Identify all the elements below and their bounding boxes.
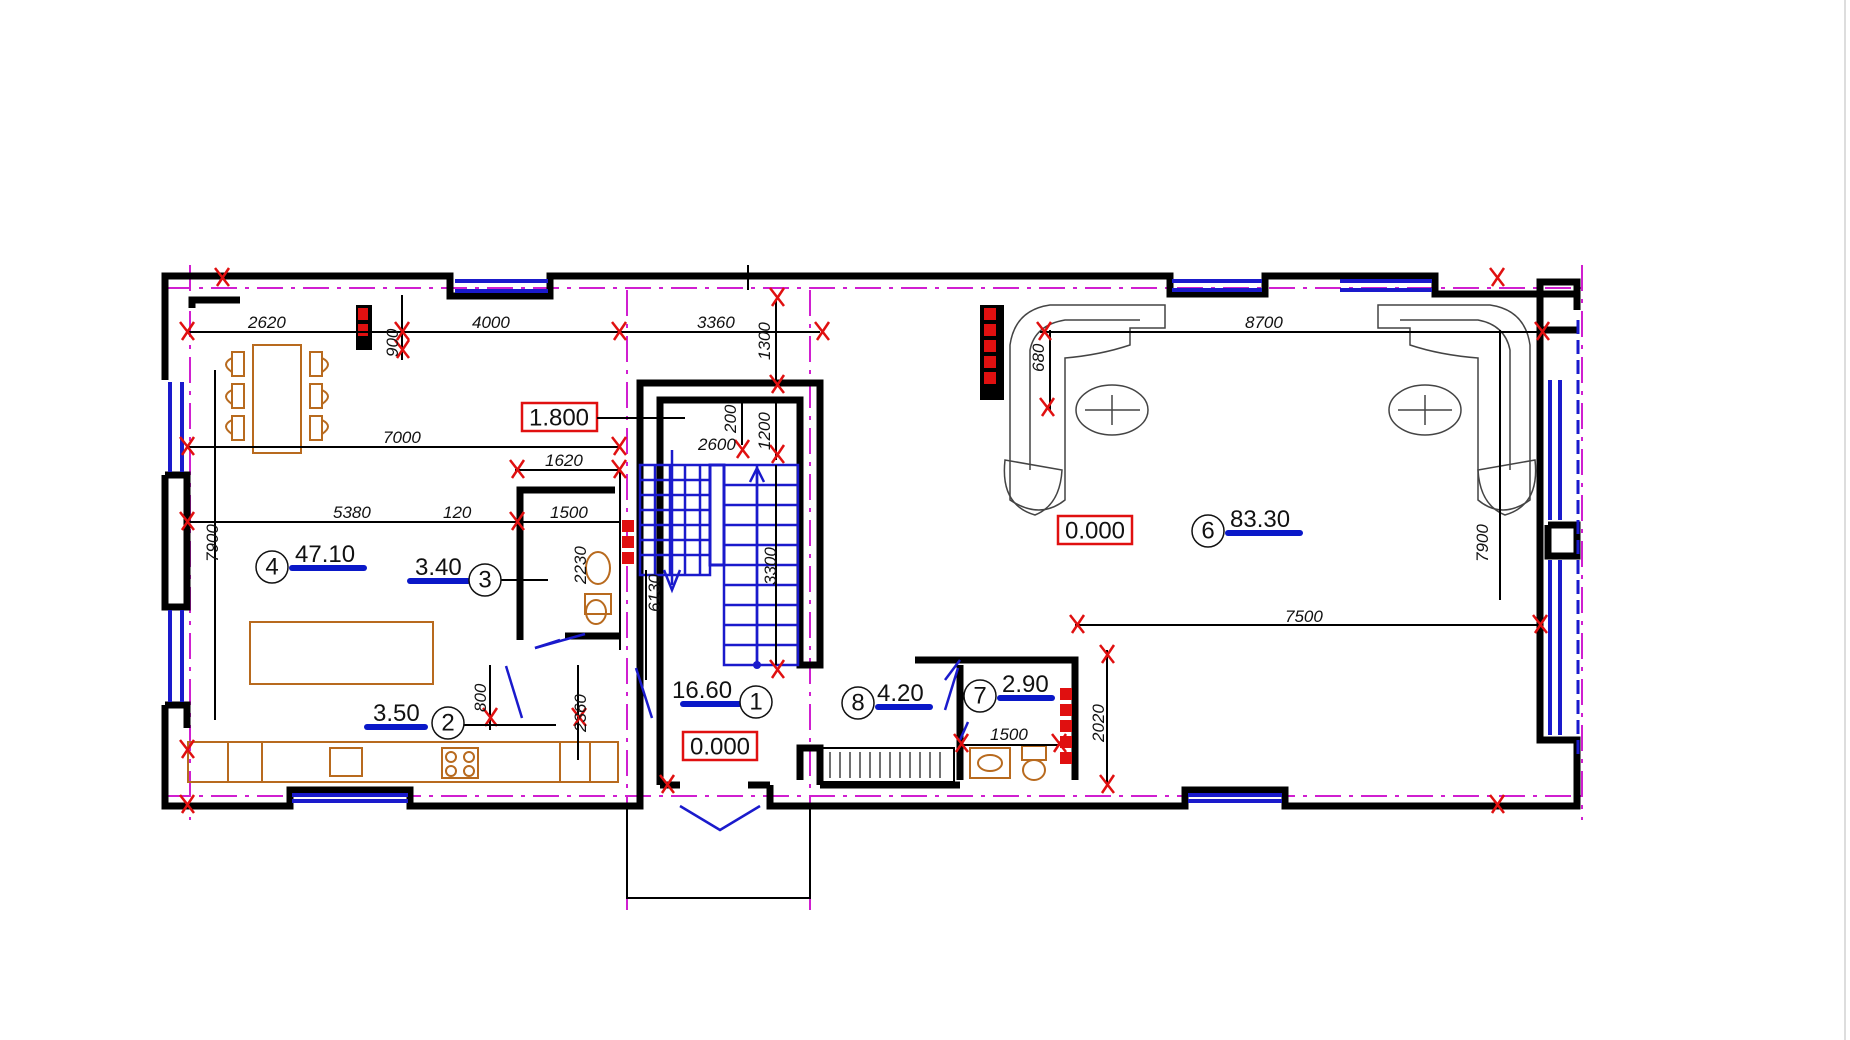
doors — [504, 632, 970, 741]
room-2: 3.50 2 — [364, 700, 465, 740]
dim-680: 680 — [1029, 343, 1048, 372]
room-7-number: 7 — [973, 683, 986, 710]
dim-1200: 1200 — [755, 412, 774, 450]
dim-200: 200 — [721, 404, 740, 434]
room-1: 16.60 1 — [672, 677, 773, 719]
room-4-number: 4 — [265, 554, 278, 581]
kitchen-furniture — [187, 621, 619, 783]
dim-900: 900 — [383, 328, 402, 357]
dim-1300: 1300 — [755, 322, 774, 360]
room-4-area: 47.10 — [295, 541, 355, 568]
level-1800: 1.800 — [529, 405, 589, 432]
dim-5380: 5380 — [333, 503, 371, 522]
dim-2600: 2600 — [697, 435, 736, 454]
dim-120: 120 — [443, 503, 472, 522]
dimension-labels: 2620 4000 3360 8700 7000 1620 5380 120 1… — [203, 313, 1492, 744]
room-markers: 16.60 1 3.50 2 3.40 3 47.10 4 83.30 6 — [255, 506, 1303, 740]
interior-walls — [356, 305, 1079, 789]
room-8-number: 8 — [851, 690, 864, 717]
dim-7000: 7000 — [383, 428, 421, 447]
room-1-area: 16.60 — [672, 677, 732, 704]
staircase — [638, 450, 800, 669]
windows — [168, 279, 1580, 803]
level-hall: 0.000 — [690, 734, 750, 761]
axis-lines — [165, 265, 1585, 910]
dim-7500: 7500 — [1285, 607, 1323, 626]
room-6-area: 83.30 — [1230, 506, 1290, 533]
room-7-area: 2.90 — [1002, 671, 1049, 698]
room-4: 47.10 4 — [255, 541, 367, 584]
vent-blocks — [358, 308, 1072, 764]
level-marks: 1.800 0.000 0.000 — [520, 401, 1134, 762]
dim-2230: 2230 — [571, 546, 590, 585]
wardrobe — [821, 747, 955, 783]
room-3-number: 3 — [478, 567, 491, 594]
room-6: 83.30 6 — [1191, 506, 1303, 548]
dimension-ticks — [179, 267, 1551, 814]
room-8-area: 4.20 — [877, 680, 924, 707]
entrance-porch — [626, 804, 811, 899]
living-room-sofas — [1003, 304, 1537, 516]
dining-table — [225, 344, 329, 454]
dim-1620: 1620 — [545, 451, 583, 470]
room-3-area: 3.40 — [415, 554, 462, 581]
room-2-number: 2 — [441, 710, 454, 737]
dim-8700: 8700 — [1245, 313, 1283, 332]
dim-7900-right: 7900 — [1473, 524, 1492, 562]
dim-7900-left: 7900 — [203, 524, 222, 562]
dim-1500-wc: 1500 — [990, 725, 1028, 744]
room-2-area: 3.50 — [373, 700, 420, 727]
room-7: 2.90 7 — [963, 671, 1055, 713]
room-3: 3.40 3 — [407, 554, 502, 597]
bathroom-fixtures — [584, 551, 1047, 781]
dim-2360: 2360 — [571, 694, 590, 733]
dim-3300: 3300 — [761, 547, 780, 585]
room-8: 4.20 8 — [841, 680, 933, 720]
dim-2020: 2020 — [1089, 704, 1108, 743]
dim-1500-bath: 1500 — [550, 503, 588, 522]
room-1-number: 1 — [749, 689, 762, 716]
level-living: 0.000 — [1065, 518, 1125, 545]
dim-6130: 6130 — [645, 574, 664, 612]
outer-walls — [161, 272, 1581, 810]
dim-800: 800 — [471, 683, 490, 712]
dim-3360: 3360 — [697, 313, 735, 332]
dim-2620: 2620 — [247, 313, 286, 332]
room-6-number: 6 — [1201, 518, 1214, 545]
dim-4000: 4000 — [472, 313, 510, 332]
